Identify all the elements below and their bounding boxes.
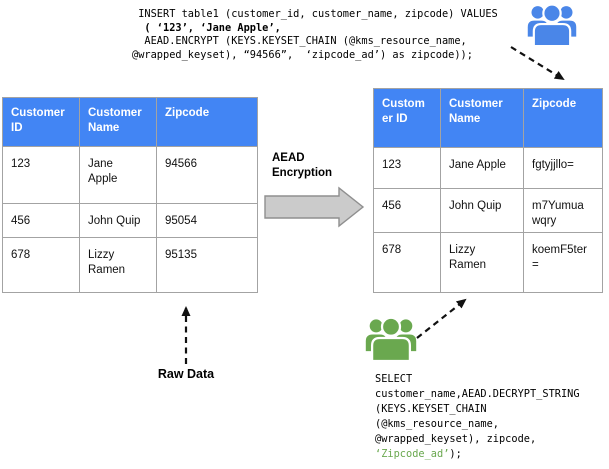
select-query-line: (KEYS.KEYSET_CHAIN: [375, 402, 487, 415]
select-query-line: @wrapped_keyset), zipcode,: [375, 432, 537, 445]
insert-query-line: @wrapped_keyset), “94566”, ‘zipcode_ad’)…: [132, 48, 473, 61]
column-header: Customer ID: [373, 88, 441, 148]
table-row: 456 John Quip m7Yumuawqry: [373, 188, 603, 233]
table-row: 678 Lizzy Ramen koemF5ter=: [373, 232, 603, 293]
table-cell: 94566: [156, 146, 258, 204]
table-cell: Lizzy Ramen: [79, 237, 157, 293]
column-header: Customer Name: [440, 88, 524, 148]
table-row: 123 Jane Apple fgtyjjllo=: [373, 147, 603, 189]
select-query-line-end: );: [449, 447, 462, 460]
table-header-row: Customer ID Customer Name Zipcode: [2, 97, 258, 147]
table-cell: 456: [373, 188, 441, 233]
select-query-code: SELECT customer_name,AEAD.DECRYPT_STRING (…: [375, 372, 580, 461]
table-cell: Lizzy Ramen: [440, 232, 524, 293]
zipcode-ad-literal: ‘Zipcode_ad’: [375, 447, 450, 460]
encrypted-data-table: Customer ID Customer Name Zipcode 123 Ja…: [373, 88, 603, 293]
raw-data-table: Customer ID Customer Name Zipcode 123 Ja…: [2, 97, 258, 293]
table-cell: 456: [2, 203, 80, 238]
table-row: 456 John Quip 95054: [2, 203, 258, 238]
select-flow-arrow: [416, 298, 467, 339]
aead-encryption-arrow: [264, 186, 365, 228]
select-query-line: ‘Zipcode_ad’);: [375, 447, 580, 462]
table-cell: 95054: [156, 203, 258, 238]
table-cell: m7Yumuawqry: [523, 188, 603, 233]
select-query-line: (@kms_resource_name,: [375, 417, 499, 430]
table-cell: Jane Apple: [440, 147, 524, 189]
select-query-line: customer_name,AEAD.DECRYPT_STRING: [375, 387, 580, 400]
table-cell: fgtyjjllo=: [523, 147, 603, 189]
insert-flow-arrow: [510, 46, 565, 81]
aead-encryption-label-line: Encryption: [272, 167, 333, 179]
users-icon-green: [365, 316, 417, 363]
table-cell: John Quip: [440, 188, 524, 233]
table-cell: 95135: [156, 237, 258, 293]
column-header: Zipcode: [523, 88, 603, 148]
column-header: Customer ID: [2, 97, 80, 147]
table-cell: John Quip: [79, 203, 157, 238]
insert-query-line: ( ‘123’, ‘Jane Apple’,: [132, 21, 281, 34]
select-query-line: SELECT: [375, 373, 413, 385]
insert-query-line: AEAD.ENCRYPT (KEYS.KEYSET_CHAIN (@kms_re…: [132, 35, 467, 48]
column-header: Zipcode: [156, 97, 258, 147]
table-cell: Jane Apple: [79, 146, 157, 204]
table-cell: 678: [373, 232, 441, 293]
table-row: 123 Jane Apple 94566: [2, 146, 258, 204]
aead-encryption-label-line: AEAD: [272, 152, 305, 164]
table-cell: 123: [373, 147, 441, 189]
insert-query-code: INSERT table1 (customer_id, customer_nam…: [132, 8, 498, 62]
table-cell: 678: [2, 237, 80, 293]
aead-encryption-label: AEAD Encryption: [272, 151, 332, 181]
insert-query-line: INSERT table1 (customer_id, customer_nam…: [132, 8, 498, 20]
raw-data-label: Raw Data: [157, 367, 215, 381]
table-header-row: Customer ID Customer Name Zipcode: [373, 88, 603, 148]
column-header: Customer Name: [79, 97, 157, 147]
table-cell: koemF5ter=: [523, 232, 603, 293]
table-cell: 123: [2, 146, 80, 204]
users-icon-blue: [527, 3, 577, 47]
table-row: 678 Lizzy Ramen 95135: [2, 237, 258, 293]
